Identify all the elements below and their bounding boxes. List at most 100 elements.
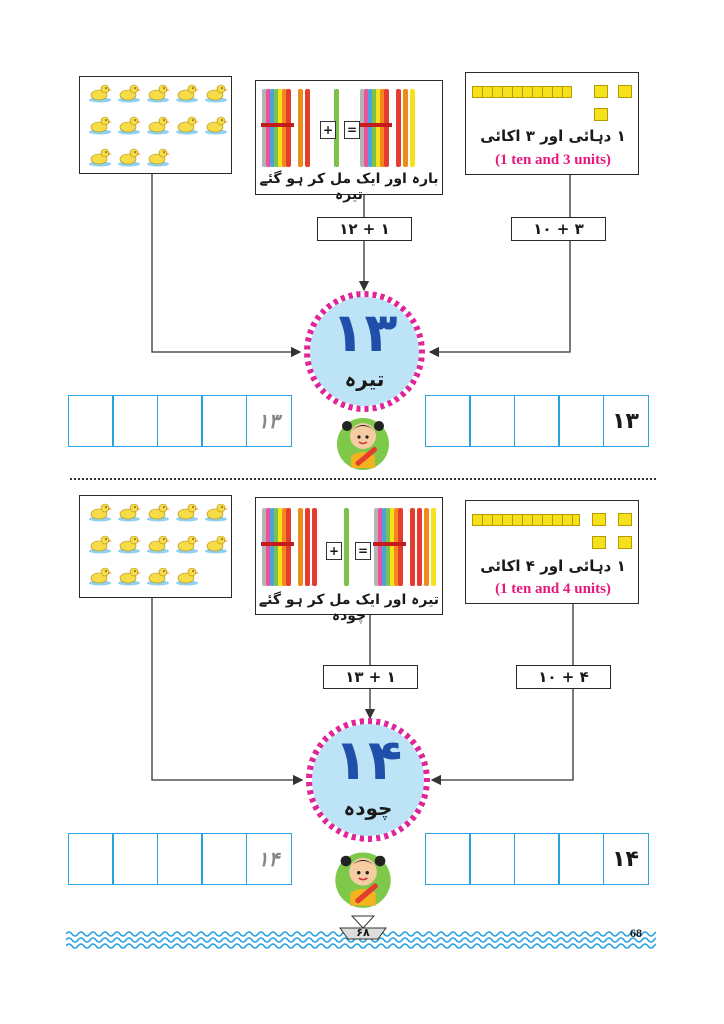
counting-stick: [298, 508, 303, 586]
duck-icon: [176, 535, 199, 554]
duck-icon: [89, 503, 112, 522]
counting-stick: [382, 508, 387, 586]
duck-icon: [147, 503, 170, 522]
counting-stick: [270, 508, 275, 586]
counting-stick: [374, 508, 379, 586]
counting-stick: [266, 508, 271, 586]
sticks-illustration: [261, 508, 436, 586]
answer-cell[interactable]: [513, 833, 560, 885]
section-divider: [70, 478, 656, 480]
tracing-cell[interactable]: [67, 395, 114, 447]
duck-icon: [118, 116, 141, 135]
duck-icon: [118, 535, 141, 554]
unit-cube: [592, 513, 606, 526]
duck-icon: [147, 148, 170, 167]
counting-stick: [417, 508, 422, 586]
answer-grid: ۱۴: [424, 833, 649, 885]
answer-cell[interactable]: ۱۴: [602, 833, 649, 885]
counting-stick: [390, 508, 395, 586]
answer-cell[interactable]: [469, 833, 515, 885]
counting-stick: [394, 508, 399, 586]
counting-stick: [278, 508, 283, 586]
counting-stick: [305, 89, 310, 167]
tracing-grid: ۱۳: [67, 395, 292, 447]
counting-stick: [274, 508, 279, 586]
urdu-page-number: ۶۸: [356, 926, 370, 939]
ducks-panel: [79, 495, 232, 598]
counting-stick: [403, 89, 408, 167]
counting-stick: [262, 89, 267, 167]
unit-cube: [594, 85, 608, 98]
counting-stick: [286, 508, 291, 586]
duck-icon: [118, 148, 141, 167]
counting-stick: [360, 89, 365, 167]
counting-stick: [431, 508, 436, 586]
tracing-cell[interactable]: [156, 833, 203, 885]
tracing-cell[interactable]: [112, 833, 158, 885]
connector-lines: [151, 174, 571, 358]
duck-icon: [205, 84, 228, 103]
bundle-band: [359, 123, 392, 127]
duck-icon: [176, 567, 199, 586]
answer-cell[interactable]: [558, 833, 604, 885]
number-badge: ۱۴ چودہ: [306, 718, 430, 842]
sticks-equals-sign: =: [344, 121, 360, 139]
tracing-cell[interactable]: [67, 833, 114, 885]
answer-cell[interactable]: [424, 833, 471, 885]
duck-icon: [176, 116, 199, 135]
tens-units-english: (1 ten and 4 units): [495, 581, 611, 597]
duck-icon: [89, 116, 112, 135]
duck-icon: [118, 503, 141, 522]
duck-icon: [176, 84, 199, 103]
sticks-panel: + = تیرہ اور ایک مل کر ہو گئے چودہ: [255, 497, 443, 624]
sticks-plus-sign: +: [320, 121, 336, 139]
sticks-panel: + = بارہ اور ایک مل کر ہو گئے تیرہ: [255, 80, 443, 203]
counting-stick: [305, 508, 310, 586]
unit-cube: [618, 513, 632, 526]
connector-lines: [151, 598, 574, 786]
duck-icon: [118, 84, 141, 103]
sticks-caption: تیرہ اور ایک مل کر ہو گئے چودہ: [258, 592, 440, 624]
tracing-grid: ۱۴: [67, 833, 292, 885]
counting-stick: [278, 89, 283, 167]
number-numeral: ۱۳: [331, 301, 398, 364]
counting-stick: [270, 89, 275, 167]
sticks-caption: بارہ اور ایک مل کر ہو گئے تیرہ: [259, 171, 439, 203]
counting-stick: [312, 508, 317, 586]
equation-left: ۱۰ + ۴: [516, 665, 611, 689]
duck-icon: [118, 567, 141, 586]
number-word: تیرہ: [344, 367, 385, 391]
counting-stick: [282, 89, 287, 167]
number-numeral: ۱۴: [333, 728, 403, 793]
duck-icon: [89, 84, 112, 103]
counting-stick: [368, 89, 373, 167]
equation-left: ۱۰ + ۳: [511, 217, 606, 241]
counting-stick: [378, 508, 383, 586]
counting-stick: [424, 508, 429, 586]
girl-mascot-icon: [335, 852, 391, 908]
tens-units-panel: ۱ دہائی اور ۳ اکائی (1 ten and 3 units): [465, 72, 639, 175]
equation-middle: ۱۲ + ۱: [317, 217, 412, 241]
sticks-plus-sign: +: [326, 542, 342, 560]
duck-icon: [205, 116, 228, 135]
tens-units-urdu: ۱ دہائی اور ۴ اکائی: [480, 557, 626, 575]
ten-rod: [472, 86, 572, 98]
counting-stick: [282, 508, 287, 586]
counting-stick: [364, 89, 369, 167]
duck-icon: [89, 148, 112, 167]
duck-icon: [147, 535, 170, 554]
counting-stick: [410, 508, 415, 586]
tracing-cell[interactable]: [201, 833, 247, 885]
counting-stick: [274, 89, 279, 167]
sticks-illustration: [261, 89, 415, 167]
answer-grid: ۱۳: [424, 395, 649, 447]
counting-stick: [286, 89, 291, 167]
counting-stick: [410, 89, 415, 167]
tens-units-english: (1 ten and 3 units): [495, 152, 611, 168]
answer-cell[interactable]: [424, 395, 471, 447]
duck-icon: [89, 535, 112, 554]
tracing-cell[interactable]: ۱۴: [245, 833, 292, 885]
duck-icon: [147, 567, 170, 586]
girl-mascot-icon: [337, 418, 389, 470]
page-number: 68: [630, 926, 642, 940]
